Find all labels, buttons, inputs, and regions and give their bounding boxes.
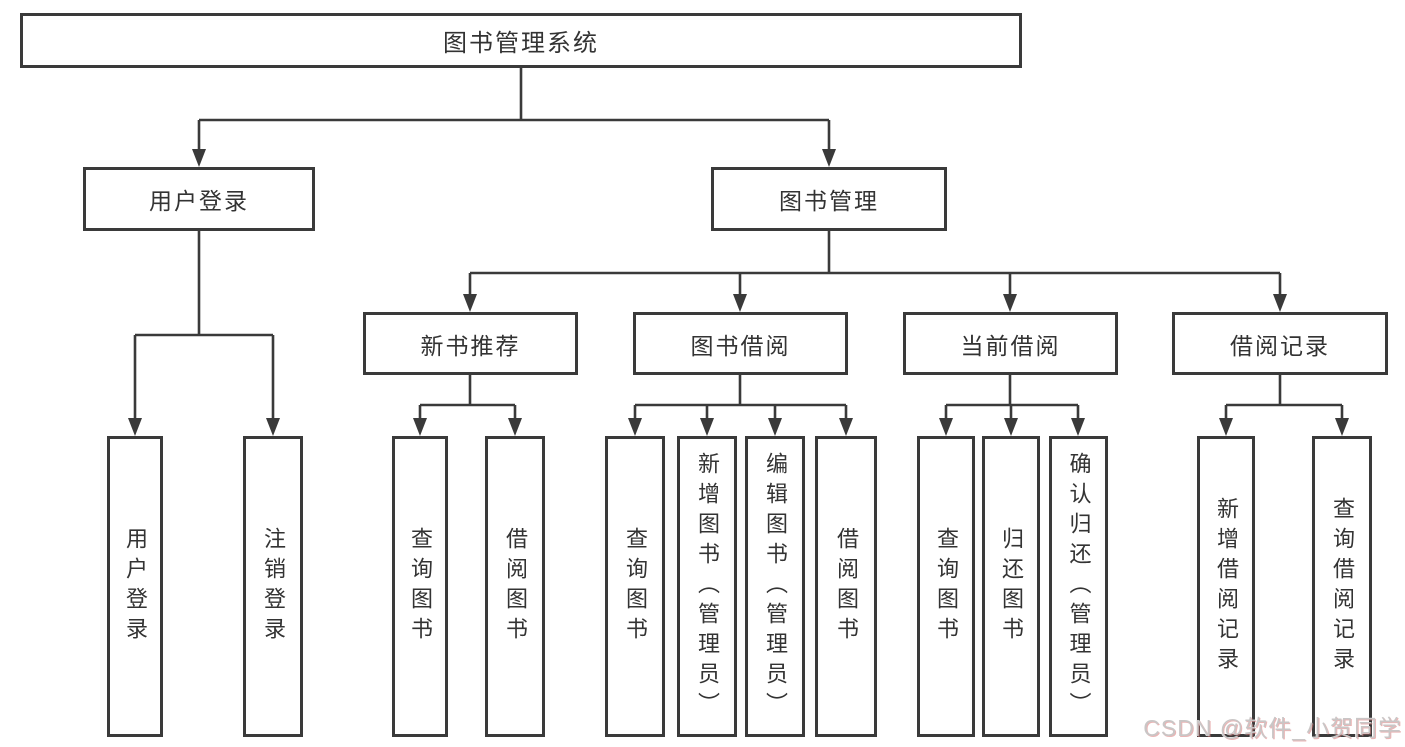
leaf-query-borrow-record-label: 查询借阅记录 (1330, 496, 1355, 677)
leaf-user-login: 用户登录 (107, 436, 163, 737)
leaf-query-books-borrowing-label: 查询图书 (623, 526, 648, 647)
leaf-edit-books-admin: 编辑图书（管理员） (745, 436, 805, 737)
leaf-query-books-current: 查询图书 (917, 436, 975, 737)
node-borrowing-records: 借阅记录 (1172, 312, 1388, 375)
node-user-login: 用户登录 (83, 167, 315, 231)
leaf-add-books-admin-label: 新增图书（管理员） (695, 451, 720, 722)
leaf-add-borrow-record: 新增借阅记录 (1197, 436, 1255, 737)
leaf-logout-label: 注销登录 (261, 526, 286, 647)
leaf-return-books: 归还图书 (982, 436, 1040, 737)
node-book-management: 图书管理 (711, 167, 947, 231)
leaf-logout: 注销登录 (243, 436, 303, 737)
leaf-confirm-return-admin: 确认归还（管理员） (1049, 436, 1108, 737)
leaf-user-login-label: 用户登录 (123, 526, 148, 647)
leaf-borrow-books-recommend: 借阅图书 (485, 436, 545, 737)
leaf-query-borrow-record: 查询借阅记录 (1312, 436, 1372, 737)
leaf-query-books-borrowing: 查询图书 (605, 436, 665, 737)
leaf-query-books-recommend: 查询图书 (392, 436, 448, 737)
leaf-query-books-current-label: 查询图书 (934, 526, 959, 647)
node-current-borrowing: 当前借阅 (903, 312, 1118, 375)
leaf-add-books-admin: 新增图书（管理员） (677, 436, 737, 737)
leaf-borrow-books-recommend-label: 借阅图书 (503, 526, 528, 647)
leaf-return-books-label: 归还图书 (999, 526, 1024, 647)
node-library-management-system: 图书管理系统 (20, 13, 1022, 68)
leaf-add-borrow-record-label: 新增借阅记录 (1214, 496, 1239, 677)
leaf-borrow-books-borrowing: 借阅图书 (815, 436, 877, 737)
leaf-edit-books-admin-label: 编辑图书（管理员） (763, 451, 788, 722)
leaf-borrow-books-borrowing-label: 借阅图书 (834, 526, 859, 647)
node-new-book-recommendation: 新书推荐 (363, 312, 578, 375)
node-book-borrowing: 图书借阅 (633, 312, 848, 375)
leaf-confirm-return-admin-label: 确认归还（管理员） (1066, 451, 1092, 722)
leaf-query-books-recommend-label: 查询图书 (408, 526, 433, 647)
